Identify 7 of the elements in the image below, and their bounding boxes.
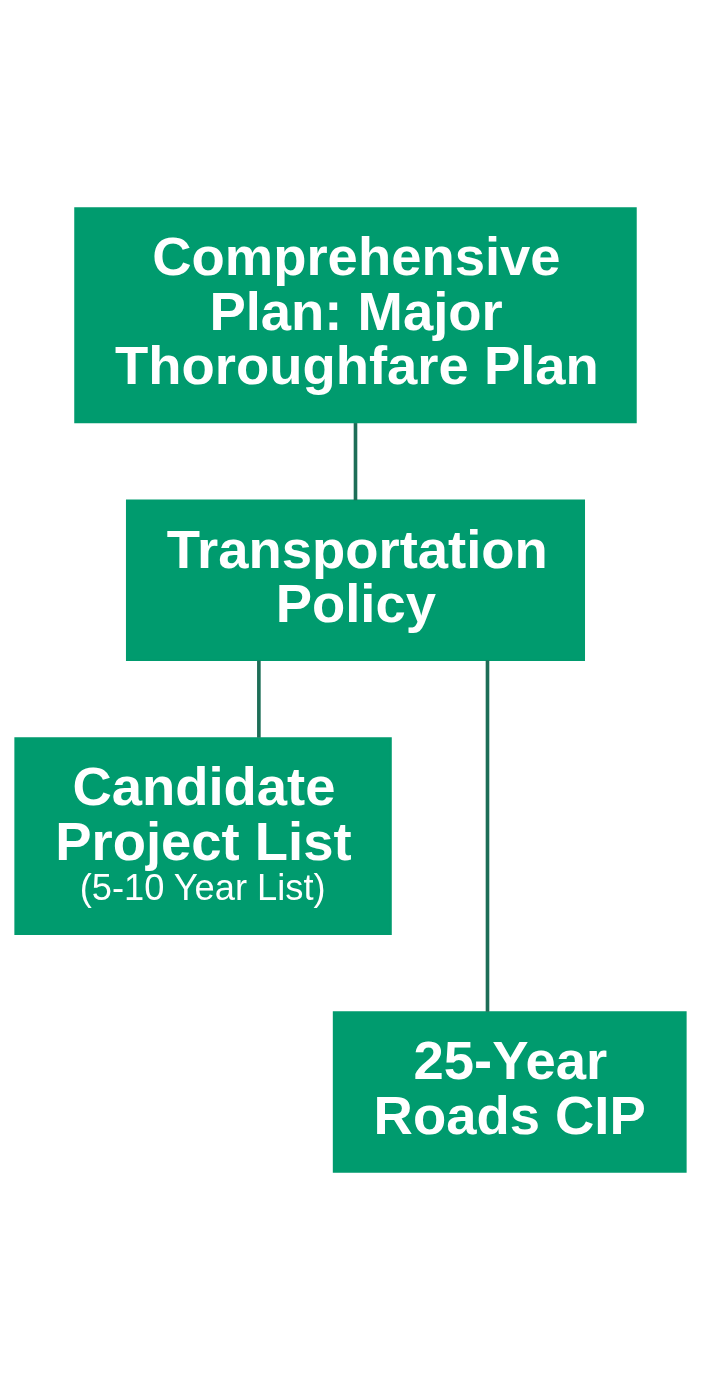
node-box: 25-Year Roads CIP xyxy=(332,1011,687,1173)
connector xyxy=(257,660,261,738)
node-box: Comprehensive Plan: Major Thoroughfare Plan xyxy=(74,207,637,424)
node-box: Transportation Policy xyxy=(125,499,585,661)
node-box: Candidate Project List (5-10 Year List) xyxy=(14,737,392,935)
connector xyxy=(353,423,358,501)
connector xyxy=(485,660,490,1012)
